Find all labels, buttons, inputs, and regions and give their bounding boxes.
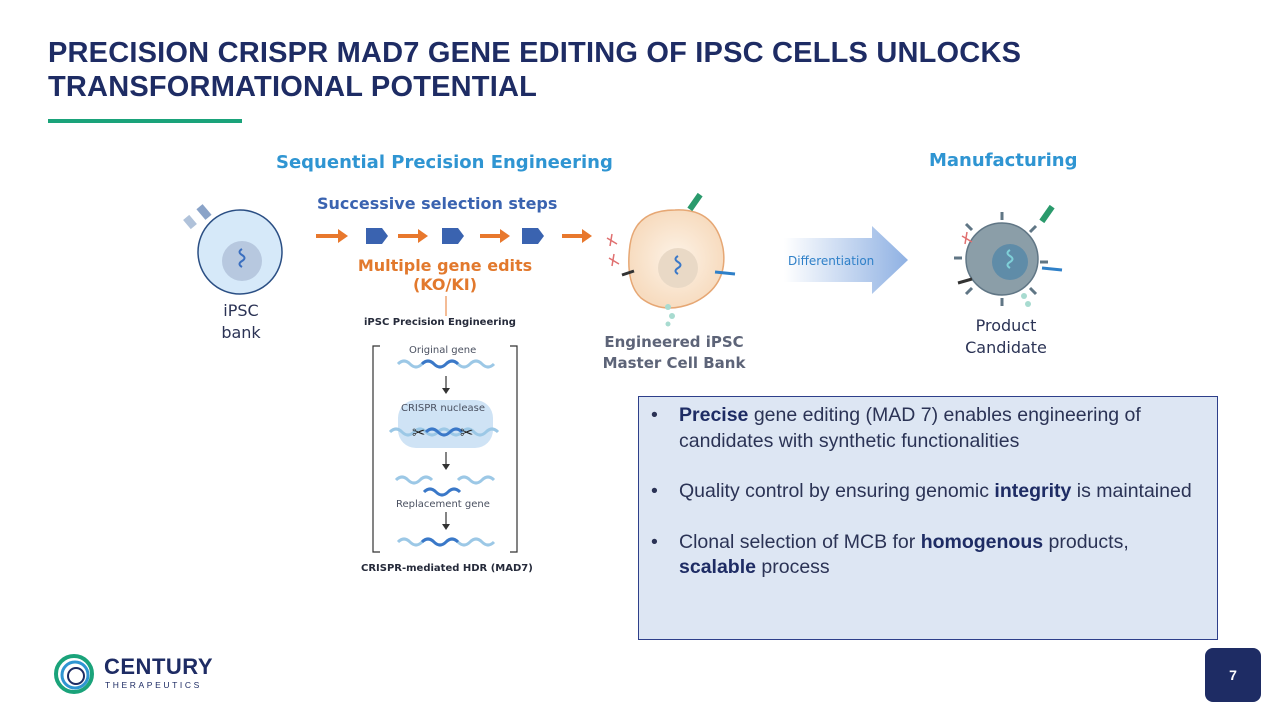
gene-edits-label: Multiple gene edits (KO/KI) bbox=[352, 256, 538, 294]
inset-title: iPSC Precision Engineering bbox=[364, 317, 516, 328]
inset-replacement-gene: Replacement gene bbox=[396, 499, 490, 510]
differentiation-label: Differentiation bbox=[788, 254, 875, 268]
gene-edits-line2: (KO/KI) bbox=[412, 275, 478, 294]
svg-text:✂: ✂ bbox=[460, 425, 473, 442]
bullet-clonal-mid: products, bbox=[1043, 530, 1129, 553]
slide-title-line1: PRECISION CRISPR MAD7 GENE EDITING OF IP… bbox=[48, 37, 1022, 69]
logo-ring-icon bbox=[54, 654, 94, 694]
bullet-integrity-pre: Quality control by ensuring genomic bbox=[679, 480, 995, 502]
bullet-precise: • Precise gene editing (MAD 7) enables e… bbox=[651, 404, 1141, 452]
selection-steps-label: Successive selection steps bbox=[317, 194, 558, 213]
logo-name: CENTURY bbox=[104, 654, 214, 679]
slide-title: PRECISION CRISPR MAD7 GENE EDITING OF IP… bbox=[48, 36, 1228, 104]
bullet-clonal-pre: Clonal selection of MCB for bbox=[679, 530, 921, 553]
ipsc-cell-icon bbox=[183, 204, 283, 295]
key-points-box: • Precise gene editing (MAD 7) enables e… bbox=[638, 396, 1218, 640]
title-underline bbox=[48, 119, 242, 123]
engineered-ipsc-cell-icon bbox=[606, 192, 736, 327]
bullet-integrity-post: is maintained bbox=[1071, 480, 1192, 502]
bullet-precise-text: gene editing (MAD 7) enables engineering… bbox=[679, 404, 1141, 452]
inset-graphics: ✂ ✂ bbox=[388, 359, 500, 547]
product-candidate-label: Product Candidate bbox=[950, 315, 1062, 359]
gene-edits-line1: Multiple gene edits bbox=[357, 256, 533, 275]
sequential-heading: Sequential Precision Engineering bbox=[276, 152, 613, 173]
engineered-ipsc-label: Engineered iPSC Master Cell Bank bbox=[586, 332, 762, 374]
engineered-line1: Engineered iPSC bbox=[604, 333, 744, 351]
inset-brackets bbox=[372, 345, 518, 553]
bullet-clonal-post: process bbox=[755, 556, 830, 578]
logo-subtitle: THERAPEUTICS bbox=[105, 680, 202, 690]
engineered-line2: Master Cell Bank bbox=[602, 354, 746, 372]
slide-title-line2: TRANSFORMATIONAL POTENTIAL bbox=[48, 71, 538, 103]
ipsc-label-line1: iPSC bbox=[223, 301, 259, 320]
inset-nuclease: CRISPR nuclease bbox=[401, 403, 485, 414]
bullet-integrity: • Quality control by ensuring genomic in… bbox=[651, 480, 1192, 502]
product-candidate-cell-icon bbox=[954, 204, 1063, 307]
century-logo: CENTURY THERAPEUTICS bbox=[52, 650, 252, 700]
selection-arrows bbox=[316, 228, 592, 244]
manufacturing-heading: Manufacturing bbox=[929, 150, 1078, 171]
inset-original-gene: Original gene bbox=[409, 345, 477, 356]
bullet-clonal-bold1: homogenous bbox=[920, 530, 1044, 553]
bullet-clonal: • Clonal selection of MCB for homogenous… bbox=[651, 530, 1129, 579]
inset-footer: CRISPR-mediated HDR (MAD7) bbox=[361, 563, 533, 574]
bullet-precise-bold: Precise bbox=[679, 404, 749, 426]
page-number-badge: 7 bbox=[1205, 648, 1261, 702]
product-line1: Product bbox=[975, 316, 1037, 335]
differentiation-arrow bbox=[784, 226, 908, 294]
svg-text:✂: ✂ bbox=[412, 425, 425, 442]
ipsc-label-line2: bank bbox=[221, 323, 261, 342]
bullet-integrity-bold: integrity bbox=[994, 480, 1072, 502]
product-line2: Candidate bbox=[965, 338, 1047, 357]
ipsc-bank-label: iPSC bank bbox=[208, 300, 274, 344]
bullet-clonal-bold2: scalable bbox=[679, 556, 756, 578]
